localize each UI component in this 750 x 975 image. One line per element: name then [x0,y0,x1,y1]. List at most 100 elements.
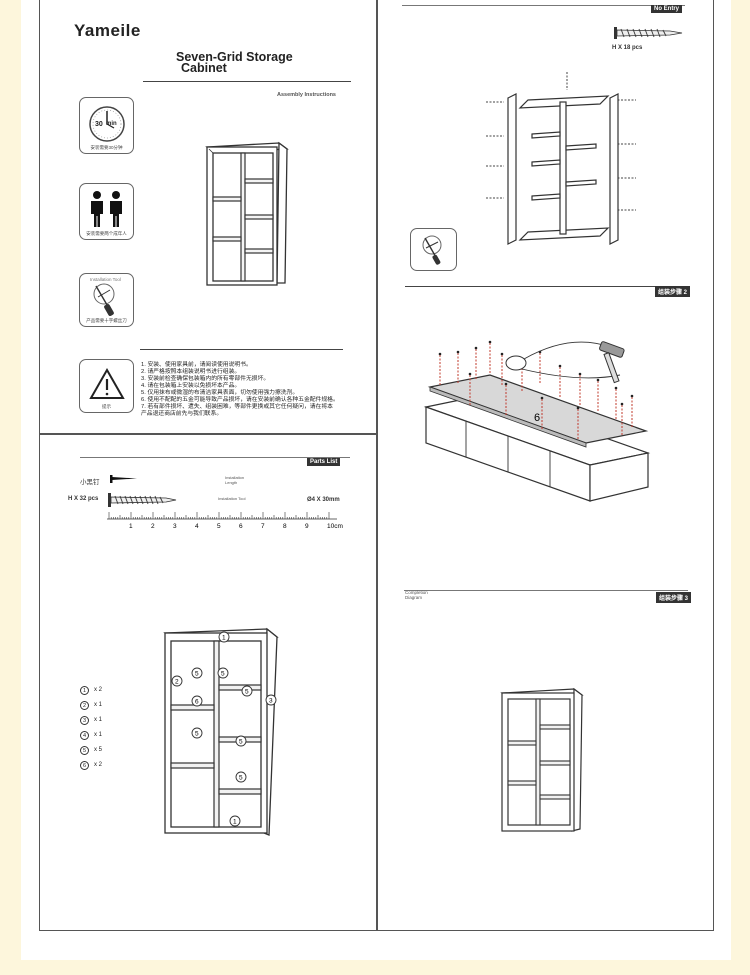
nail-head [576,406,580,410]
part-quantity: x 2 [94,687,103,693]
warning-rule [140,349,343,350]
nail-head [630,394,634,398]
step3-completion-label: Completion Diagram [405,590,428,600]
parts-list-rule [80,457,350,458]
nail-label: 小黑钉 [80,479,100,486]
ruler-tick-label: 3 [173,523,177,530]
time-value: 30 [95,121,103,128]
part-callout-label: 5 [195,671,199,678]
warning-icon-box: 提示 [79,359,134,413]
part-callout-circle [217,667,229,679]
warning-caption: 提示 [102,404,111,409]
warning-triangle-icon [89,367,125,399]
nail-head [620,402,624,406]
part-number-badge: 3 [80,716,89,725]
ruler-tick-label: 4 [195,523,199,530]
part-callout-circle [265,694,277,706]
nail-head [504,382,508,386]
nail-head [614,386,618,390]
product-title-line2: Cabinet [181,61,227,75]
part-number-badge: 1 [80,686,89,695]
part-callout-circle [191,695,203,707]
parts-list-tag: Parts List [307,458,341,466]
screw-icon [108,493,177,507]
nail-head [596,378,600,382]
nail-head [540,396,544,400]
part-callout-circle [229,815,241,827]
nail-head [578,372,582,376]
step1-tool-icon-box [410,228,457,271]
ruler-tick-label: 10cm [327,523,343,530]
part-callout-circle [235,771,247,783]
tool-caption: 产品需要十字螺丝刀 [86,318,127,323]
screw-count-label: H X 32 pcs [68,496,99,502]
part-callout-circle [191,667,203,679]
ruler-tick-label: 1 [129,523,133,530]
installation-length-label: Installation Length [225,475,245,485]
part-quantity: x 5 [94,747,103,753]
warning-line: 1. 安装、使用家具前，请阅读使用说明书。 [141,362,252,368]
step1-screw-icon [614,27,683,39]
part-callout-label: 1 [222,635,226,642]
legend-row: 6 x 2 [80,758,102,773]
nail-head [500,352,504,356]
part-number-badge: 5 [80,746,89,755]
ruler-tick-label: 6 [239,523,243,530]
part-callout-label: 5 [239,739,243,746]
product-title-line1: Seven-Grid Storage [176,50,293,64]
ruler-tick-label: 2 [151,523,155,530]
part-number-badge: 6 [80,761,89,770]
brand-name: Yameile [74,21,141,40]
tool-icon-box: Installation Tool 产品需要十字螺丝刀 [79,273,134,327]
parts-tool-label: Installation Tool [218,496,246,501]
part-callout-label: 5 [239,775,243,782]
time-unit: min [106,121,117,127]
legend-row: 4 x 1 [80,728,102,743]
nail-head [468,372,472,376]
title-rule [143,81,351,82]
step1-screw-count: H X 18 pcs [612,45,643,51]
step1-tag: No Entry [651,5,683,13]
hammer-icon [599,341,625,384]
step1-assembly-drawing [486,72,636,245]
part-callout-circle [241,685,253,697]
part-number-badge: 4 [80,731,89,740]
step2-rule [405,286,688,287]
part-callout-label: 5 [195,731,199,738]
nail-head [456,350,460,354]
nail-head [438,352,442,356]
nail-head [474,346,478,350]
step3-rule [404,590,688,591]
warning-list: 1. 安装、使用家具前，请阅读使用说明书。 2. 请严格按照本组装说明书进行组装… [141,362,339,418]
top-left-panel-frame [39,0,378,435]
part-quantity: x 1 [94,732,103,738]
two-people-icon [91,191,122,227]
part-quantity: x 2 [94,762,103,768]
time-icon-box: 30 min 安装需要30分钟 [79,97,134,154]
step3-tag: 组装步骤 3 [656,592,692,603]
step1-rule [402,5,685,6]
part-callout-label: 5 [245,689,249,696]
warning-line: 2. 请严格按照本组装说明书进行组装。 [141,369,241,375]
bottom-left-panel-frame [39,433,378,931]
part-callout-circle [191,727,203,739]
step2-board-label: 6 [534,412,540,424]
nail-icon [110,475,137,483]
legend-row: 1 x 2 [80,683,102,698]
column-divider [376,0,377,930]
nail-head [558,364,562,368]
warning-line: 6. 使用不配配的五金可能导致产品损坏，请在安装前确认各种五金配件规格。 [141,397,339,403]
ruler-tick-label: 5 [217,523,221,530]
warning-line: 4. 请在包装箱上安装以免损坏本产品。 [141,383,241,389]
part-quantity: x 1 [94,702,103,708]
legend-row: 5 x 5 [80,743,102,758]
ruler-tick-label: 9 [305,523,309,530]
part-callout-circle [235,735,247,747]
warning-line: 产品退还商店前先与我们联系。 [141,411,223,417]
part-callout-label: 3 [269,698,273,705]
people-icon-box: 安装需要两个成年人 [79,183,134,240]
